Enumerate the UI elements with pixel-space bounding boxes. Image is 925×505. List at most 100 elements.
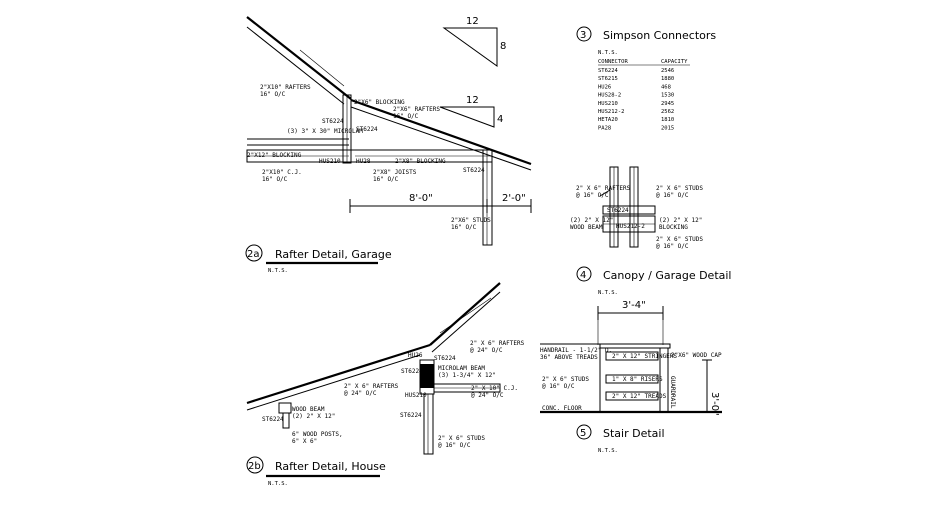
table-cell-connector: HUS212-2 bbox=[598, 109, 625, 115]
table-cell-capacity: 2015 bbox=[661, 125, 674, 131]
pitch-run-label: 12 bbox=[466, 95, 479, 106]
label: (3) 1-3/4" X 12" bbox=[438, 372, 496, 379]
label: ST6224 bbox=[434, 355, 456, 362]
table-cell-capacity: 2546 bbox=[661, 68, 674, 74]
label: HU26 bbox=[408, 352, 423, 359]
table-cell-connector: ST6224 bbox=[598, 68, 619, 74]
table-cell-connector: HU26 bbox=[598, 84, 611, 90]
label: 2"X6" STUDS bbox=[451, 217, 491, 224]
label: WOOD BEAM bbox=[570, 224, 603, 231]
label: HANDRAIL - 1-1/2" D. bbox=[540, 347, 612, 354]
detail-4-drawing: 2" X 6" RAFTERS @ 16" O/C 2" X 6" STUDS … bbox=[570, 166, 703, 250]
label: HUS212-2 bbox=[616, 223, 645, 230]
detail-bubble bbox=[576, 424, 592, 440]
detail-2b-drawing: 2" X 6" RAFTERS @ 24" O/C HU26 ST6224 ST… bbox=[246, 282, 525, 455]
label: 16" O/C bbox=[393, 113, 419, 120]
detail-5-title: 5 Stair Detail N.T.S. bbox=[576, 424, 665, 454]
table-cell-capacity: 1530 bbox=[661, 93, 674, 99]
label: ST6224 bbox=[400, 412, 422, 419]
label: ST6224 bbox=[356, 126, 378, 133]
pitch-symbol-upper: 12 8 bbox=[442, 16, 506, 67]
label: (2) 2" X 12" bbox=[570, 217, 613, 224]
label: 2"X6" BLOCKING bbox=[354, 99, 405, 106]
detail-title: Stair Detail bbox=[603, 427, 665, 440]
label: 2" X 6" STUDS bbox=[656, 236, 703, 243]
label: @ 16" O/C bbox=[438, 442, 471, 449]
label: CONC. FLOOR bbox=[542, 405, 582, 412]
table-header: CAPACITY bbox=[661, 59, 688, 65]
pitch-symbol-lower: 12 4 bbox=[439, 95, 503, 128]
detail-bubble bbox=[576, 26, 592, 42]
table-cell-connector: HUS28-2 bbox=[598, 93, 621, 99]
label: @ 16" O/C bbox=[576, 192, 609, 199]
label: 2"X8" JOISTS bbox=[373, 169, 417, 176]
label: GUARDRAIL bbox=[669, 376, 676, 409]
label: 2" X 10" C.J. bbox=[471, 385, 518, 392]
detail-number: 2a bbox=[247, 249, 260, 260]
label: 1" X 8" RISERS bbox=[612, 376, 663, 383]
label: (2) 2" X 12" bbox=[659, 217, 702, 224]
detail-number: 5 bbox=[580, 428, 586, 439]
label: 16" O/C bbox=[373, 176, 399, 183]
label: 2"X6" WOOD CAP bbox=[671, 352, 722, 359]
detail-2a-drawing: 8'-0" 2'-0" 2"X10" RAFTERS 16" O/C 2"X6"… bbox=[246, 16, 532, 246]
detail-scale: N.T.S. bbox=[268, 481, 288, 487]
detail-bubble bbox=[246, 456, 264, 474]
label: MICROLAM BEAM bbox=[438, 365, 485, 372]
detail-number: 3 bbox=[580, 30, 586, 41]
label: ST6224 bbox=[463, 167, 485, 174]
label: 2"X6" RAFTERS bbox=[393, 106, 440, 113]
table-cell-connector: HETA20 bbox=[598, 117, 618, 123]
dim-height: 3'-0" bbox=[709, 392, 720, 416]
label: 16" O/C bbox=[451, 224, 477, 231]
label: 2"X10" RAFTERS bbox=[260, 84, 311, 91]
table-cell-connector: ST6215 bbox=[598, 76, 618, 82]
pitch-rise-label: 8 bbox=[500, 41, 506, 52]
table-header: CONNECTOR bbox=[598, 59, 628, 65]
label: @ 24" O/C bbox=[471, 392, 504, 399]
detail-title: Simpson Connectors bbox=[603, 29, 716, 42]
label: 2" X 6" STUDS bbox=[656, 185, 703, 192]
label: 36" ABOVE TREADS bbox=[540, 354, 598, 361]
detail-5-drawing: 3'-4" 3'-0" HANDRAIL - 1-1/2" D. 36" ABO… bbox=[540, 300, 722, 416]
label: @ 16" O/C bbox=[656, 192, 689, 199]
detail-title: Rafter Detail, House bbox=[275, 460, 386, 473]
label: 2"X10" C.J. bbox=[262, 169, 302, 176]
table-cell-capacity: 2945 bbox=[661, 101, 674, 107]
detail-title: Rafter Detail, Garage bbox=[275, 248, 392, 261]
label: 16" O/C bbox=[260, 91, 286, 98]
label: HUS210 bbox=[319, 158, 341, 165]
label: 2" X 12" STRINGERS bbox=[612, 353, 677, 360]
detail-scale: N.T.S. bbox=[598, 448, 618, 454]
label: HU28 bbox=[356, 158, 371, 165]
table-cell-capacity: 2562 bbox=[661, 109, 674, 115]
detail-4-title: 4 Canopy / Garage Detail N.T.S. bbox=[576, 266, 732, 296]
label: 2"X12" BLOCKING bbox=[247, 152, 302, 159]
label: 16" O/C bbox=[262, 176, 288, 183]
detail-scale: N.T.S. bbox=[268, 268, 288, 274]
label: 2" X 6" STUDS bbox=[542, 376, 589, 383]
label: ST6224 bbox=[262, 416, 284, 423]
table-cell-capacity: 1880 bbox=[661, 76, 674, 82]
label: ST6224 bbox=[322, 118, 344, 125]
table-cell-connector: PA28 bbox=[598, 125, 611, 131]
detail-number: 2b bbox=[248, 461, 261, 472]
dim-overhang: 2'-0" bbox=[502, 193, 526, 204]
label: BLOCKING bbox=[659, 224, 688, 231]
label: HUS210 bbox=[405, 392, 427, 399]
label: @ 16" O/C bbox=[656, 243, 689, 250]
label: 6" X 6" bbox=[292, 438, 317, 445]
label: WOOD BEAM bbox=[292, 406, 325, 413]
label: ST6224 bbox=[401, 368, 423, 375]
label: @ 24" O/C bbox=[470, 347, 503, 354]
detail-scale: N.T.S. bbox=[598, 290, 618, 296]
label: ST6224 bbox=[607, 207, 629, 214]
pitch-rise-label: 4 bbox=[497, 114, 503, 125]
dim-width: 3'-4" bbox=[622, 300, 646, 311]
label: 2" X 12" TREADS bbox=[612, 393, 667, 400]
detail-number: 4 bbox=[580, 270, 586, 281]
table-cell-capacity: 468 bbox=[661, 84, 671, 90]
detail-3-title: 3 Simpson Connectors N.T.S. bbox=[576, 26, 716, 56]
